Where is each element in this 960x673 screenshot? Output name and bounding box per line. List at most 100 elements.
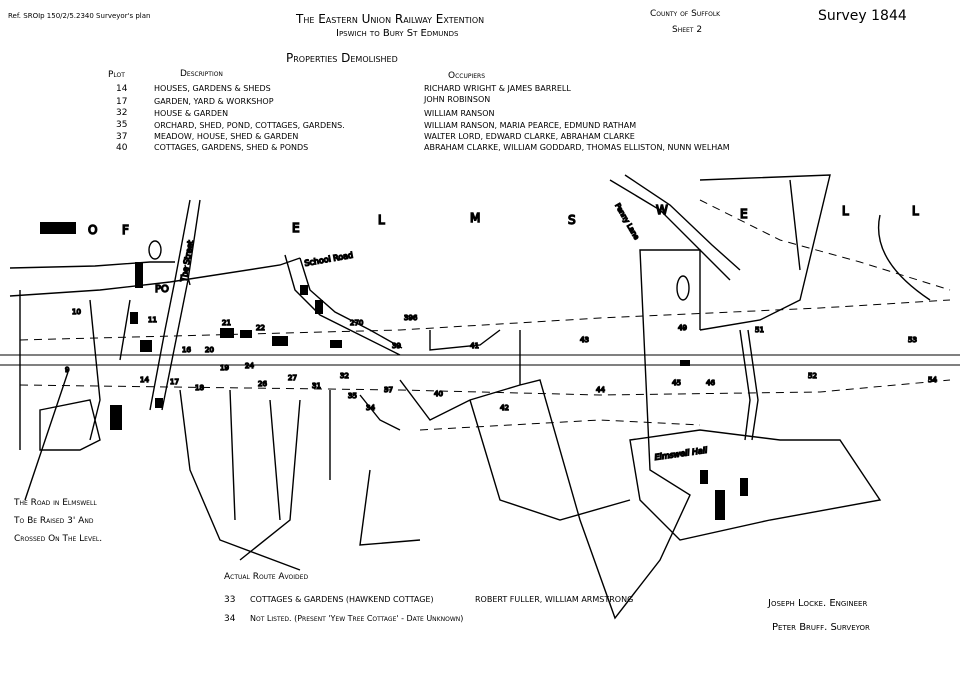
plot-label: 9: [65, 366, 69, 374]
survey-year: Survey 1844: [818, 8, 907, 24]
village-letter: S: [568, 213, 576, 227]
plot-label: 14: [140, 376, 149, 384]
col-occupiers: Occupiers: [448, 71, 486, 81]
plot-label: 26: [258, 380, 267, 388]
plot-label: 45: [672, 379, 681, 387]
plot-label: 44: [596, 386, 605, 394]
avoided-plot: 34: [224, 614, 236, 624]
plot-label: 17: [170, 378, 179, 386]
village-letter: E: [292, 221, 300, 235]
village-letter: L: [912, 204, 919, 218]
plot-label: 54: [928, 376, 937, 384]
plot-label: 21: [222, 319, 231, 327]
school-road: [284, 254, 403, 356]
plot-occupiers: Richard Wright & James Barrell: [424, 84, 571, 93]
plot-label: 37: [384, 386, 393, 394]
pond: [676, 275, 690, 301]
map-subtitle: Ipswich to Bury St Edmunds: [336, 28, 459, 39]
village-letter: W: [656, 203, 668, 217]
plot-label: 42: [500, 404, 509, 412]
avoided-occupiers: Robert Fuller, William Armstrong: [475, 595, 634, 604]
sheet-label: Sheet 2: [672, 25, 703, 35]
plot-label: 18: [195, 384, 204, 392]
avoided-plot: 33: [224, 595, 236, 605]
village-letter: L: [842, 204, 849, 218]
avoided-title: Actual Route Avoided: [224, 572, 309, 582]
plot-label: 52: [808, 372, 817, 380]
railway-limits: [19, 299, 951, 396]
plot-label: 39: [392, 342, 401, 350]
plot-label: 31: [312, 382, 321, 390]
engineer-signature: Joseph Locke. Engineer: [768, 598, 868, 609]
plot-label: 34: [366, 404, 375, 412]
plot-label: 16: [182, 346, 191, 354]
plot-description: House & Garden: [154, 109, 229, 118]
village-letter: O: [88, 223, 97, 237]
plot-label: 19: [220, 364, 229, 372]
road-note: Crossed On The Level.: [14, 534, 103, 544]
railway-line: [0, 354, 960, 366]
plot-occupiers: Abraham Clarke, William Goddard, Thomas …: [424, 143, 730, 152]
plot-description: Garden, Yard & Workshop: [154, 97, 274, 106]
penny-lane-label: Penny Lane: [613, 202, 640, 241]
county-label: County of Suffolk: [650, 9, 721, 19]
buildings: [40, 222, 748, 520]
col-plot: Plot: [108, 70, 125, 80]
field-boundary: [19, 174, 931, 620]
plot-label: 51: [755, 326, 764, 334]
plot-description: Meadow, House, Shed & Garden: [154, 132, 299, 141]
plot-description: Houses, Gardens & Sheds: [154, 84, 271, 93]
plot-label: 35: [348, 392, 357, 400]
plot-label: 32: [340, 372, 349, 380]
plot-number: 35: [116, 120, 128, 130]
plot-description: Orchard, Shed, Pond, Cottages, Gardens.: [154, 121, 345, 130]
field-boundary: [39, 399, 101, 451]
plot-label: 41: [470, 342, 479, 350]
road-note: The Road in Elmswell: [14, 498, 97, 508]
plot-label: 46: [706, 379, 715, 387]
avoided-description: Cottages & Gardens (Hawkend Cottage): [250, 595, 434, 604]
boundary-dashed: [419, 199, 951, 431]
properties-title: Properties Demolished: [286, 51, 398, 65]
plot-occupiers: John Robinson: [424, 95, 491, 104]
elmswell-hall-label: Elmswell Hall: [654, 446, 709, 462]
village-letter: L: [378, 213, 385, 227]
avoided-description: Not Listed. (Present 'Yew Tree Cottage' …: [250, 614, 464, 623]
road-note: To Be Raised 3' And: [14, 516, 94, 526]
school-road-label: School Road: [304, 251, 354, 268]
col-description: Description: [180, 69, 223, 79]
elmswell-hall-grounds: [629, 429, 882, 541]
plot-label: 43: [580, 336, 589, 344]
plot-label: 53: [908, 336, 917, 344]
the-street-road: [149, 199, 201, 411]
village-letter: M: [470, 211, 480, 225]
plot-number: 14: [116, 84, 128, 94]
plot-label: 396: [404, 314, 418, 322]
plot-number: 40: [116, 143, 128, 153]
plot-label: 24: [245, 362, 254, 370]
post-office-label: PO: [155, 284, 169, 295]
plot-occupiers: William Ranson: [424, 109, 495, 118]
village-letter: E: [740, 207, 748, 221]
plot-label: 20: [205, 346, 214, 354]
plot-label: 22: [256, 324, 265, 332]
plot-occupiers: William Ranson, Maria Pearce, Edmund Rat…: [424, 121, 637, 130]
plot-number: 17: [116, 97, 128, 107]
plot-label: 270: [350, 319, 363, 327]
plot-label: 40: [434, 390, 443, 398]
plot-label: 49: [678, 324, 687, 332]
plot-label: 27: [288, 374, 297, 382]
plot-label: 11: [148, 316, 157, 324]
plot-label: 10: [72, 308, 81, 316]
reference-note: Ref. SROIp 150/2/5.2340 Surveyor's plan: [8, 12, 151, 20]
field-boundary: [429, 329, 759, 441]
plot-occupiers: Walter Lord, Edward Clarke, Abraham Clar…: [424, 132, 635, 141]
plot-number: 32: [116, 108, 128, 118]
map-title: The Eastern Union Railway Extention: [296, 12, 485, 26]
plot-description: Cottages, Gardens, Shed & Ponds: [154, 143, 309, 152]
field-boundary: [24, 371, 69, 501]
surveyor-signature: Peter Bruff. Surveyor: [772, 622, 870, 633]
plot-number: 37: [116, 132, 128, 142]
pond: [148, 240, 162, 260]
